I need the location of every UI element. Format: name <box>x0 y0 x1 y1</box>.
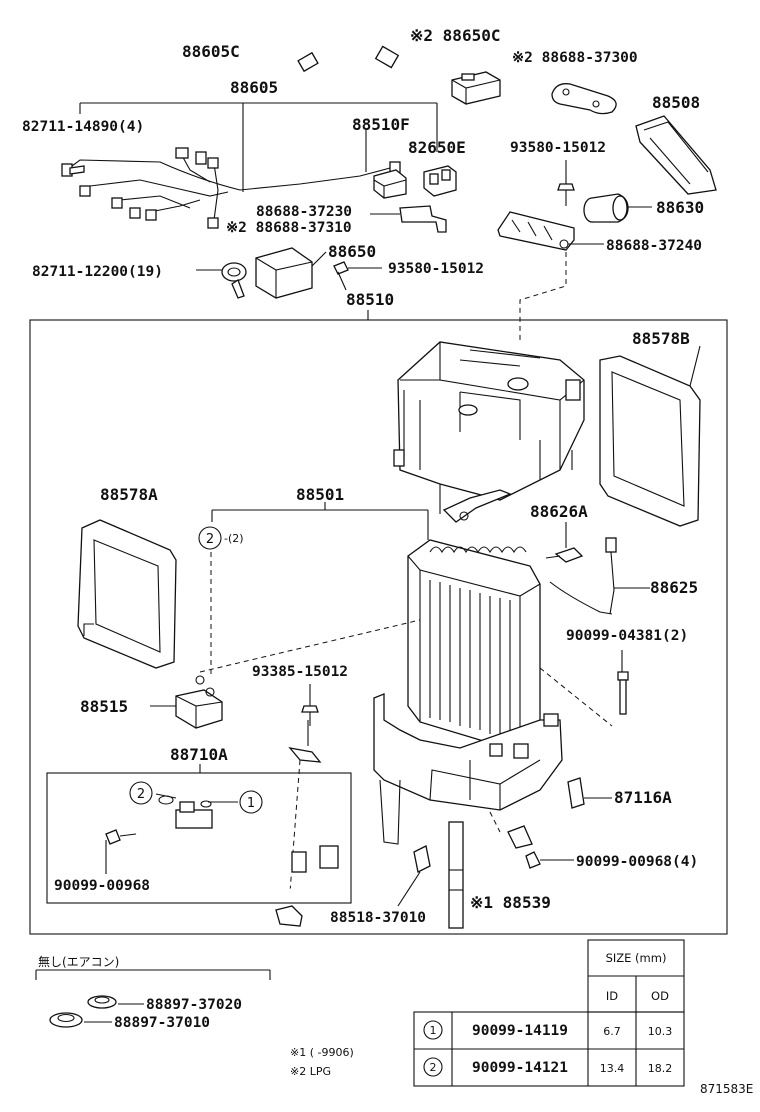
part-93580-15012-mid-drawing <box>333 261 382 291</box>
note-1: ※1 ( -9906) <box>290 1046 354 1059</box>
label-88650: 88650 <box>328 242 376 261</box>
label-88578B: 88578B <box>632 329 690 348</box>
part-88897-37020-drawing <box>87 995 144 1009</box>
label-88688-37230: 88688-37230 <box>256 204 352 220</box>
guide-line-2 <box>539 667 613 727</box>
part-88515-drawing <box>150 675 223 729</box>
label-90099-04381: 90099-04381(2) <box>566 628 688 644</box>
part-88626A-drawing <box>545 522 584 563</box>
size-row-2-ref: 2 <box>430 1061 437 1074</box>
diagram-code: 871583E <box>700 1082 753 1096</box>
label-82650E: 82650E <box>408 138 466 157</box>
label-88688-37300: ※2 88688-37300 <box>512 50 638 66</box>
part-88650C-drawing <box>451 71 501 105</box>
part-88688-37230-drawing <box>370 205 447 233</box>
size-row-1-id: 6.7 <box>603 1025 621 1038</box>
part-88605-drawing <box>61 147 401 229</box>
label-88897-37010: 88897-37010 <box>114 1015 210 1031</box>
size-row-2-part: 90099-14121 <box>472 1060 568 1076</box>
circle-marker-2-lower: 2 <box>129 781 153 805</box>
size-row-2-od: 18.2 <box>648 1062 673 1075</box>
label-93385-15012: 93385-15012 <box>252 664 348 680</box>
guide-line-3 <box>489 811 501 833</box>
label-82711-12200: 82711-12200(19) <box>32 264 163 280</box>
size-row-1-part: 90099-14119 <box>472 1023 568 1039</box>
size-table-title: SIZE (mm) <box>606 951 667 965</box>
label-88625: 88625 <box>650 578 698 597</box>
circle-marker-1-lower: 1 <box>239 790 263 814</box>
part-88578A-drawing <box>77 519 177 669</box>
svg-text:1: 1 <box>247 796 255 811</box>
part-93385-15012-drawing <box>288 684 322 763</box>
label-93580-15012-mid: 93580-15012 <box>388 261 484 277</box>
label-88539: ※1 88539 <box>470 893 551 912</box>
size-table-col-od: OD <box>651 989 669 1003</box>
part-90099-04381-drawing <box>617 650 629 715</box>
part-82711-12200-drawing <box>196 262 247 299</box>
size-table-col-id: ID <box>606 989 618 1003</box>
part-82650E-drawing <box>423 165 457 197</box>
note-2: ※2 LPG <box>290 1065 331 1078</box>
label-88501: 88501 <box>296 485 344 504</box>
label-90099-00968-4: 90099-00968(4) <box>576 854 698 870</box>
part-88578B-drawing <box>599 345 701 527</box>
size-row-2-id: 13.4 <box>600 1062 625 1075</box>
svg-text:2: 2 <box>137 787 145 802</box>
part-88688-37240-drawing <box>497 211 604 251</box>
assembly-88510-frame <box>29 319 728 935</box>
part-88501-leaders <box>210 502 429 676</box>
svg-text:2: 2 <box>206 532 214 547</box>
part-93580-15012-top-drawing <box>557 160 575 206</box>
upper-case-drawing <box>393 341 585 523</box>
lower-case-drawing <box>373 693 563 845</box>
circle-marker-2-top: 2 <box>198 526 222 550</box>
label-88605: 88605 <box>230 78 278 97</box>
label-82711-14890: 82711-14890(4) <box>22 119 144 135</box>
label-87116A: 87116A <box>614 788 672 807</box>
harness-88605-leaders <box>79 102 438 192</box>
size-row-1-od: 10.3 <box>648 1025 673 1038</box>
label-88518-37010: 88518-37010 <box>330 910 426 926</box>
label-93580-15012-top: 93580-15012 <box>510 140 606 156</box>
label-88688-37310: ※2 88688-37310 <box>226 220 352 236</box>
label-88515: 88515 <box>80 697 128 716</box>
label-88578A: 88578A <box>100 485 158 504</box>
part-87116A-drawing <box>567 777 612 809</box>
label-88650C: ※2 88650C <box>410 26 500 45</box>
part-88625-drawing <box>549 537 650 615</box>
part-88688-37300-drawing <box>551 83 617 115</box>
part-88508-drawing <box>635 115 717 195</box>
guide-line-1 <box>199 619 421 673</box>
size-table: SIZE (mm) ID OD 1 90099-14119 6.7 10.3 2… <box>413 939 685 1087</box>
part-88539-drawing <box>448 821 464 929</box>
part-88650-drawing <box>255 247 327 299</box>
label-88630: 88630 <box>656 198 704 217</box>
label-88897-37020: 88897-37020 <box>146 997 242 1013</box>
label-noaircon: 無し(エアコン) <box>38 954 119 969</box>
label-2-qty: -(2) <box>224 532 244 545</box>
part-88897-37010-drawing <box>49 1012 112 1028</box>
label-88710A: 88710A <box>170 745 228 764</box>
part-bracket-lower-drawing <box>275 905 303 927</box>
label-88688-37240: 88688-37240 <box>606 238 702 254</box>
label-88626A: 88626A <box>530 502 588 521</box>
label-88605C: 88605C <box>182 42 240 61</box>
label-88510: 88510 <box>346 290 394 309</box>
group-88710A-frame <box>46 772 352 904</box>
part-88630-drawing <box>583 193 652 223</box>
part-90099-00968-lower-drawing <box>507 825 574 869</box>
part-88710A-drawing <box>105 793 339 896</box>
part-88501-drawing <box>407 539 541 753</box>
part-88510F-drawing <box>373 169 407 199</box>
label-88508: 88508 <box>652 93 700 112</box>
part-88605C-drawing <box>270 37 400 73</box>
size-row-1-ref: 1 <box>430 1024 437 1037</box>
part-88518-37010-drawing <box>397 845 431 907</box>
label-90099-00968: 90099-00968 <box>54 878 150 894</box>
label-88510F: 88510F <box>352 115 410 134</box>
